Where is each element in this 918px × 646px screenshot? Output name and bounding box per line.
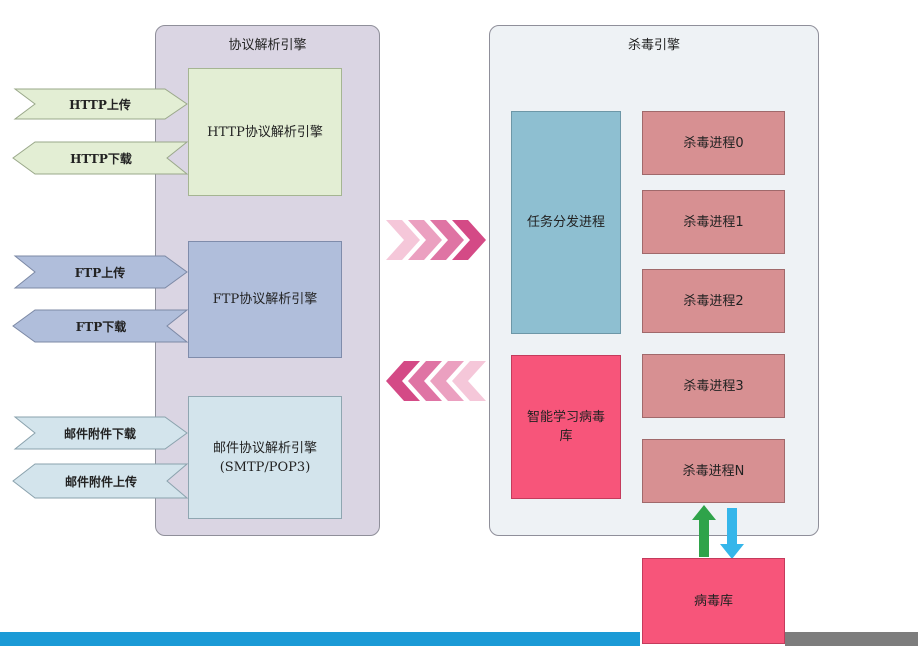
chevron-left-icon [430,361,464,401]
arrow-up-icon [692,505,716,557]
http-engine-box: HTTP协议解析引擎 [188,68,342,196]
av-process-box: 杀毒进程N [642,439,785,503]
http-upload-tag [13,88,188,120]
av-process-label: 杀毒进程2 [683,293,744,309]
mail-upload-tag [12,463,189,499]
chevron-right-icon [408,220,442,260]
virus-db-box: 病毒库 [642,558,785,644]
http-download-label: HTTP下载 [70,151,132,166]
mail-engine-box: 邮件协议解析引擎 (SMTP/POP3) [188,396,342,519]
protocol-engine-title: 协议解析引擎 [228,38,307,53]
ftp-engine-label: FTP协议解析引擎 [212,292,318,307]
av-process-box: 杀毒进程0 [642,111,785,175]
mail-engine-label: 邮件协议解析引擎 (SMTP/POP3) [212,440,317,475]
antivirus-engine-title: 杀毒引擎 [627,38,680,53]
dispatcher-label: 任务分发进程 [526,215,605,230]
ftp-download-tag [12,309,189,343]
av-process-label: 杀毒进程1 [683,214,744,230]
chevron-left-icon [408,361,442,401]
chevron-right-icon [452,220,486,260]
learning-db-label: 智能学习病毒 库 [526,410,605,444]
dispatcher-box: 任务分发进程 [511,111,621,334]
arrow-down-icon [720,508,744,559]
http-upload-label: HTTP上传 [69,97,131,112]
bottom-bar-right [785,632,918,646]
av-process-label: 杀毒进程N [682,463,745,479]
av-process-box: 杀毒进程1 [642,190,785,254]
chevron-right-icon [386,220,420,260]
av-process-box: 杀毒进程2 [642,269,785,333]
mail-download-label: 邮件附件下载 [63,426,136,441]
ftp-engine-box: FTP协议解析引擎 [188,241,342,358]
chevron-left-icon [452,361,486,401]
ftp-upload-tag [13,255,188,289]
av-process-label: 杀毒进程3 [683,378,744,394]
http-engine-label: HTTP协议解析引擎 [207,124,323,140]
mail-upload-label: 邮件附件上传 [64,474,137,489]
mail-download-tag [13,416,188,450]
learning-db-box: 智能学习病毒 库 [511,355,621,499]
ftp-upload-label: FTP上传 [74,265,126,280]
chevron-right-icon [430,220,464,260]
virus-db-label: 病毒库 [693,593,733,609]
av-process-label: 杀毒进程0 [683,135,744,151]
chevron-left-icon [386,361,420,401]
ftp-download-label: FTP下载 [75,319,127,334]
http-download-tag [12,141,189,175]
av-process-box: 杀毒进程3 [642,354,785,418]
bottom-bar [0,632,640,646]
